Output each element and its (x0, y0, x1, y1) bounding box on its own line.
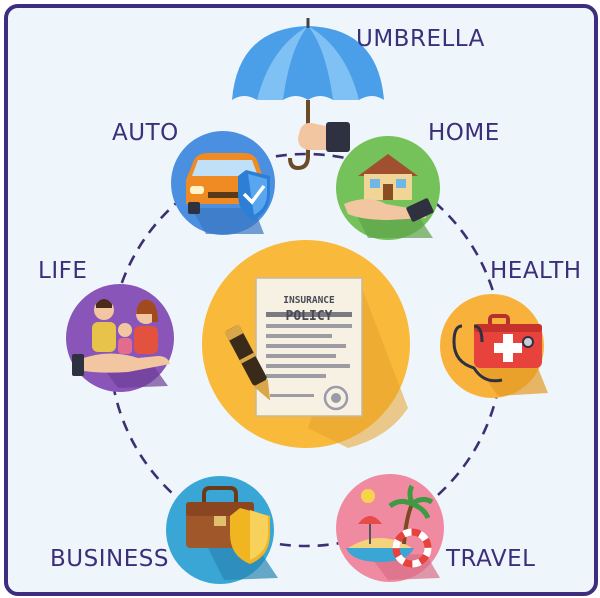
auto-icon (171, 131, 275, 235)
health-icon (440, 294, 548, 398)
diagram-frame: INSURANCE POLICY (4, 4, 598, 596)
business-icon (166, 476, 278, 584)
label-umbrella: UMBRELLA (356, 26, 485, 52)
life-icon (66, 284, 174, 392)
travel-icon (336, 474, 444, 582)
label-health: HEALTH (490, 258, 582, 284)
label-life: LIFE (38, 258, 88, 284)
label-auto: AUTO (112, 120, 179, 146)
umbrella-icon (232, 18, 384, 171)
label-travel: TRAVEL (446, 546, 536, 572)
diagram-canvas: INSURANCE POLICY (66, 18, 548, 584)
insurance-policy-icon (202, 240, 410, 448)
home-icon (336, 136, 440, 240)
document-title-line1: INSURANCE (283, 295, 335, 306)
document-title-line2: POLICY (286, 309, 333, 324)
label-business: BUSINESS (50, 546, 169, 572)
label-home: HOME (428, 120, 500, 146)
